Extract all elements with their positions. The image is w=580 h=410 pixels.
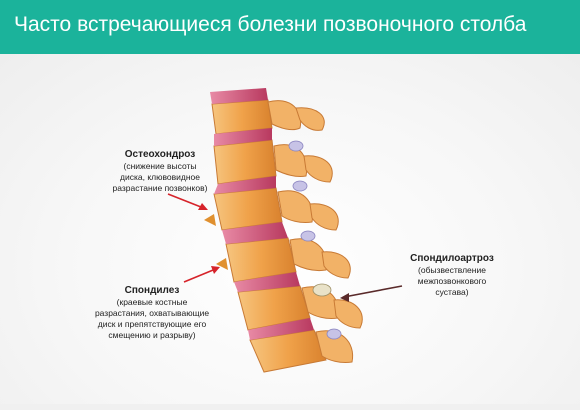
vertebra-6 (249, 329, 327, 373)
spondylosis-title: Спондилез (124, 285, 180, 296)
osteochondrosis-arrow (167, 193, 207, 210)
spondylosis-desc-2: разрастания, охватывающие (94, 308, 210, 318)
vertebra-1 (211, 99, 273, 135)
osteochondrosis-desc-2: диска, клювовидное (120, 172, 200, 182)
disc-5 (248, 318, 314, 340)
disc-top (210, 88, 268, 104)
disc-3-narrow (222, 222, 288, 244)
spondyloarthrosis-desc-3: сустава) (435, 287, 469, 297)
osteochondrosis-desc-3: разрастание позвонков) (112, 183, 208, 193)
osteochondrosis-desc-1: (снижение высоты (123, 161, 197, 171)
disc-4 (234, 272, 300, 292)
spondylosis-desc-3: диск и препятствующие его (97, 319, 207, 329)
facet-joints (288, 140, 342, 340)
page-title: Часто встречающиеся болезни позвоночного… (14, 13, 527, 36)
intervertebral-discs (210, 88, 314, 340)
spondyloarthrosis-desc-2: межпозвонкового (417, 276, 487, 286)
spondylosis-label: Спондилез (краевые костные разрастания, … (72, 284, 232, 341)
spondylosis-arrow (183, 267, 219, 283)
osteochondrosis-label: Остеохондроз (снижение высоты диска, клю… (90, 148, 230, 194)
spondylosis-desc-4: смещению и разрыву) (108, 330, 196, 340)
disc-1 (214, 128, 272, 146)
spondyloarthrosis-arrow (343, 285, 403, 298)
disc-2 (214, 176, 276, 194)
osteochondrosis-title: Остеохондроз (124, 149, 196, 160)
annotation-arrows (167, 193, 403, 302)
spine-illustration (167, 88, 403, 373)
spondylosis-desc-1: (краевые костные (116, 297, 188, 307)
spondyloarthrosis-label: Спондилоартроз (обызвествление межпозвон… (392, 252, 512, 298)
bottom-strip (0, 404, 580, 410)
posterior-elements (267, 100, 363, 363)
header-bar: Часто встречающиеся болезни позвоночного… (0, 0, 580, 54)
spondyloarthrosis-desc-1: (обызвествление (418, 265, 486, 275)
osteophytes (204, 214, 228, 270)
spondyloarthrosis-title: Спондилоартроз (410, 253, 494, 264)
